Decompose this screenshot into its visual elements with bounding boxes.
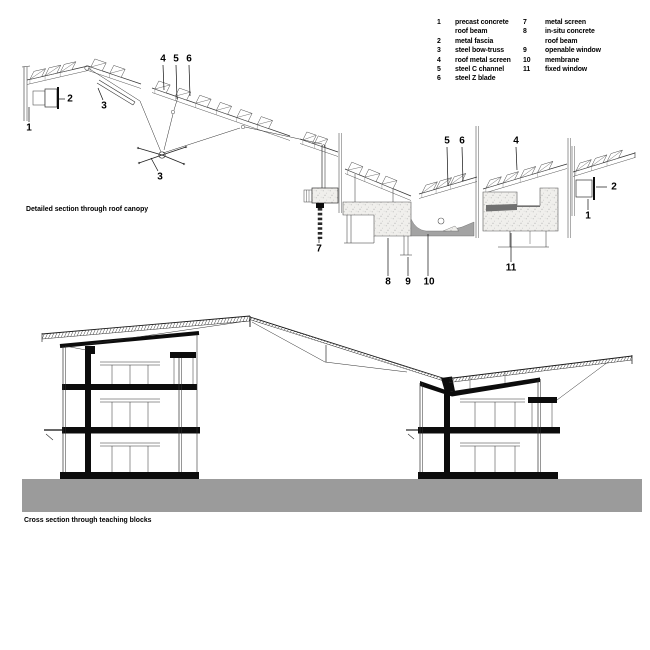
legend-label: roof beam [455,28,488,36]
legend-number: 4 [437,56,441,64]
legend-label: metal fascia [455,37,494,45]
callout-number: 6 [459,135,465,147]
legend-label: roof beam [545,37,578,45]
legend-number: 1 [437,19,441,26]
callout-number: 3 [157,171,163,183]
legend-number: 5 [437,66,441,74]
legend-label: in-situ concrete [545,28,595,36]
callout-number: 3 [101,100,107,112]
callout-number: 9 [405,276,411,288]
legend-row: 5 steel C channel [437,65,511,74]
legend-label: fixed window [545,66,588,74]
legend-column-1: 1 precast concrete roof beam 2 metal fas… [437,18,511,84]
callout-leader-lines [28,64,607,276]
legend-row: 8 in-situ concrete [523,27,601,36]
legend-number: 6 [437,75,441,83]
callout-number: 7 [316,243,322,255]
legend-number: 10 [523,56,531,64]
callout-number: 5 [173,53,179,65]
callout-number: 10 [423,276,435,288]
callout-number: 1 [26,122,32,134]
legend-row: 7 metal screen [523,18,601,27]
legend-row: 6 steel Z blade [437,74,511,83]
legend-row: 1 precast concrete [437,18,511,27]
callout-number: 6 [186,53,192,65]
teaching-blocks-cross-section-drawing [22,315,642,512]
callout-number: 4 [160,53,166,65]
callout-number: 4 [513,135,519,147]
legend-number: 11 [523,66,531,74]
legend-label: precast concrete [455,19,509,26]
legend-number: 9 [523,47,527,55]
callout-number: 5 [444,135,450,147]
legend-label: steel Z blade [455,75,496,83]
legend-label: steel bow-truss [455,47,505,55]
legend-row: 9 openable window [523,46,601,55]
legend-row: roof beam [523,37,601,46]
callout-number: 11 [505,262,517,274]
legend-row: 2 metal fascia [437,37,511,46]
legend-number [523,37,545,46]
caption-roof-canopy: Detailed section through roof canopy [26,206,149,213]
legend-row: 3 steel bow-truss [437,46,511,55]
callout-number: 2 [611,181,617,193]
callout-number: 2 [67,93,73,105]
callout-number: 1 [585,210,591,222]
legend-label: steel C channel [455,66,505,74]
legend-number: 7 [523,19,527,26]
legend-label: membrane [545,56,580,64]
legend-row: 11 fixed window [523,65,601,74]
caption-cross-section: Cross section through teaching blocks [24,517,152,524]
legend-column-2: 7 metal screen 8 in-situ concrete roof b… [523,18,601,74]
roof-canopy-detail-drawing [21,58,636,256]
legend-number: 3 [437,47,441,55]
legend-row: 10 membrane [523,56,601,65]
legend-row: 4 roof metal screen [437,56,511,65]
legend-label: metal screen [545,19,586,26]
legend-number: 8 [523,28,527,36]
callout-number: 8 [385,276,391,288]
legend-label: roof metal screen [455,56,511,64]
legend-label: openable window [545,47,601,55]
legend-number [437,27,455,36]
legend-row: roof beam [437,27,511,36]
legend-number: 2 [437,37,441,45]
